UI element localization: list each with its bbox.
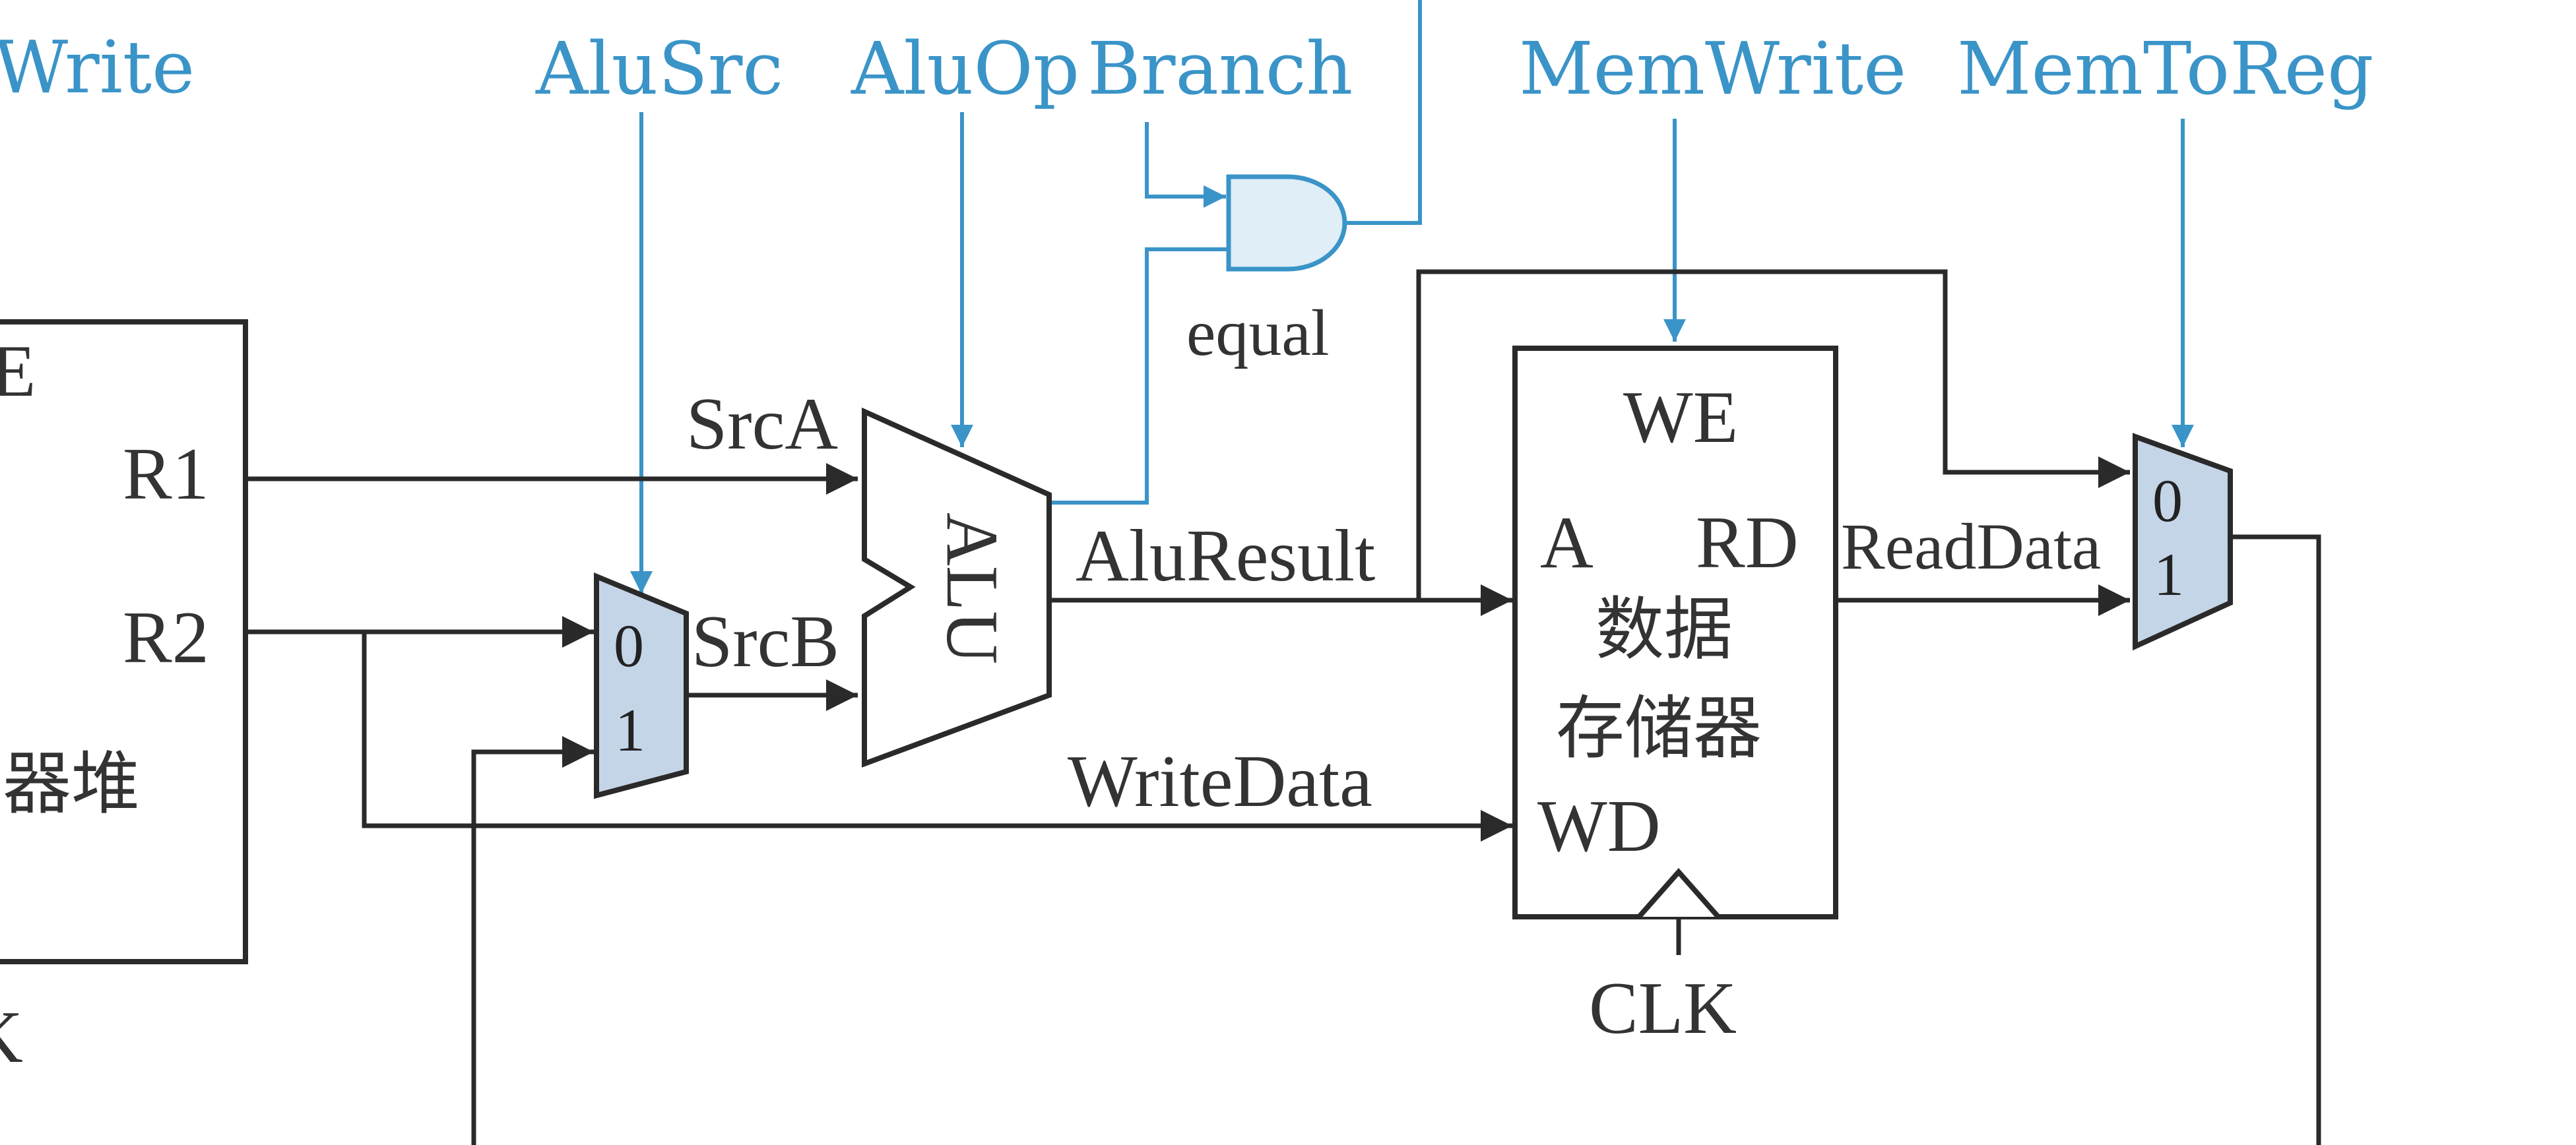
srcb-label: SrcB [692, 601, 839, 683]
mem-a-label: A [1540, 502, 1594, 584]
regfile-r2-label: R2 [123, 597, 209, 679]
srca-label: SrcA [686, 383, 838, 465]
srcb-mux-in1: 1 [615, 696, 645, 764]
srcb-mux-in0: 0 [614, 612, 644, 679]
mem-name-line2: 存储器 [1556, 688, 1762, 768]
signimm-wire [471, 736, 594, 1145]
mem-clk-triangle [1637, 867, 1720, 919]
regfile-clk-label: K [0, 997, 23, 1078]
memtoreg-mux-in0: 0 [2152, 467, 2183, 534]
equal-wire [1049, 247, 1229, 505]
alusrc-label: AluSrc [535, 26, 783, 111]
memtoreg-label: MemToReg [1957, 26, 2373, 111]
branch-wire [1145, 122, 1226, 208]
writedata-label: WriteData [1068, 741, 1372, 822]
mem-clk-label: CLK [1589, 968, 1737, 1049]
alu [862, 407, 1052, 768]
aluop-label: AluOp [851, 26, 1079, 111]
mem-we-label: WE [1623, 377, 1738, 458]
regfile-r1-label: R1 [123, 433, 209, 515]
memwrite-label: MemWrite [1519, 26, 1906, 111]
equal-label: equal [1186, 296, 1330, 369]
readdata-label: ReadData [1841, 510, 2101, 583]
aluresult-bypass-wire [1416, 269, 2130, 600]
and-gate [1226, 174, 1347, 272]
regfile-name-label: 器堆 [3, 743, 140, 824]
memtoreg-mux [2133, 433, 2233, 651]
memtoreg-mux-in1: 1 [2154, 541, 2184, 608]
mem-rd-label: RD [1696, 502, 1799, 584]
data-memory-box [1512, 346, 1838, 919]
branch-label: Branch [1087, 26, 1353, 111]
result-wire [2230, 534, 2321, 1145]
srcb-mux [594, 572, 689, 799]
regfile-we-label: E [0, 330, 36, 412]
alu-label: ALU [931, 512, 1013, 664]
register-file-box [0, 319, 248, 964]
aluresult-label: AluResult [1076, 515, 1375, 597]
mem-name-line1: 数据 [1595, 589, 1733, 669]
mem-wd-label: WD [1537, 786, 1661, 867]
pcsrc-wire [1346, 0, 1422, 225]
regwrite-label: Write [0, 25, 195, 109]
writedata-wire [362, 632, 1512, 842]
